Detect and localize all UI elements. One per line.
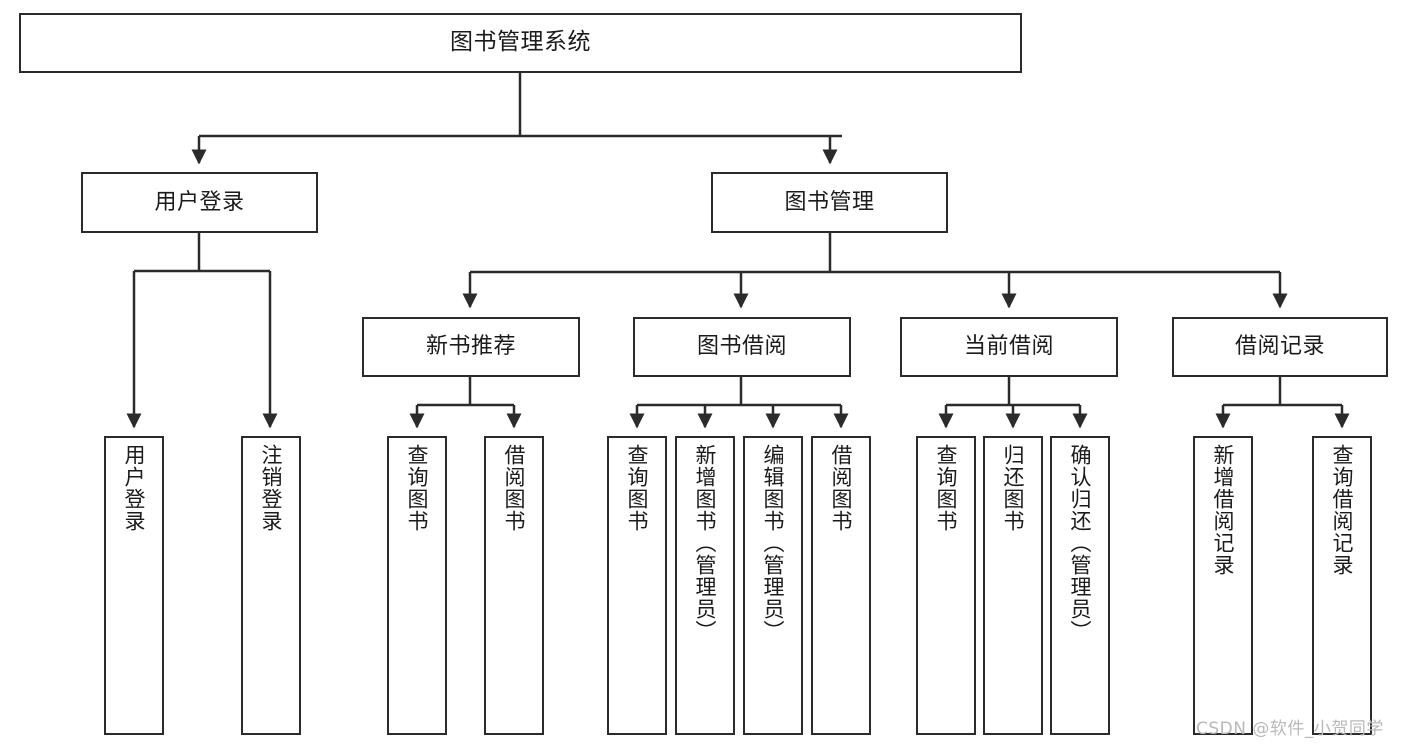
node-label: 借阅记录: [1234, 334, 1325, 360]
node-new-book-recommend[interactable]: 新书推荐: [362, 317, 580, 377]
node-label: 新增图书（管理员）: [693, 444, 718, 642]
node-borrow-record[interactable]: 借阅记录: [1172, 317, 1388, 377]
node-label: 图书管理系统: [450, 29, 591, 56]
node-book-borrow[interactable]: 图书借阅: [633, 317, 851, 377]
node-book-management[interactable]: 图书管理: [711, 172, 948, 233]
node-label: 当前借阅: [963, 334, 1054, 360]
leaf-user-login-login[interactable]: 用户登录: [104, 436, 164, 735]
node-label: 注销登录: [259, 444, 284, 532]
node-label: 查询图书: [934, 444, 959, 532]
node-label: 用户登录: [154, 189, 245, 215]
node-label: 编辑图书（管理员）: [761, 444, 786, 642]
leaf-book-borrow-query[interactable]: 查询图书: [607, 436, 667, 735]
leaf-current-borrow-query[interactable]: 查询图书: [916, 436, 976, 735]
node-label: 新书推荐: [425, 334, 516, 360]
leaf-borrow-record-add[interactable]: 新增借阅记录: [1193, 436, 1253, 735]
node-label: 归还图书: [1001, 444, 1026, 532]
leaf-book-borrow-add[interactable]: 新增图书（管理员）: [675, 436, 735, 735]
leaf-new-book-borrow[interactable]: 借阅图书: [484, 436, 544, 735]
leaf-current-borrow-confirm-return[interactable]: 确认归还（管理员）: [1050, 436, 1110, 735]
node-label: 确认归还（管理员）: [1068, 444, 1093, 642]
node-user-login[interactable]: 用户登录: [81, 172, 318, 233]
node-label: 图书借阅: [696, 334, 787, 360]
csdn-watermark: CSDN @软件_小贺同学: [1196, 719, 1384, 739]
leaf-book-borrow-edit[interactable]: 编辑图书（管理员）: [743, 436, 803, 735]
leaf-book-borrow-borrow[interactable]: 借阅图书: [811, 436, 871, 735]
node-root-system[interactable]: 图书管理系统: [19, 13, 1022, 73]
node-label: 图书管理: [784, 189, 875, 215]
node-label: 查询图书: [405, 444, 430, 532]
leaf-borrow-record-query[interactable]: 查询借阅记录: [1312, 436, 1372, 735]
node-label: 借阅图书: [502, 444, 527, 532]
node-label: 借阅图书: [829, 444, 854, 532]
leaf-new-book-query[interactable]: 查询图书: [387, 436, 447, 735]
node-label: 查询借阅记录: [1330, 444, 1355, 576]
node-label: 新增借阅记录: [1211, 444, 1236, 576]
node-label: 用户登录: [122, 444, 147, 532]
leaf-user-login-logout[interactable]: 注销登录: [241, 436, 301, 735]
node-current-borrow[interactable]: 当前借阅: [900, 317, 1118, 377]
leaf-current-borrow-return[interactable]: 归还图书: [983, 436, 1043, 735]
node-label: 查询图书: [625, 444, 650, 532]
